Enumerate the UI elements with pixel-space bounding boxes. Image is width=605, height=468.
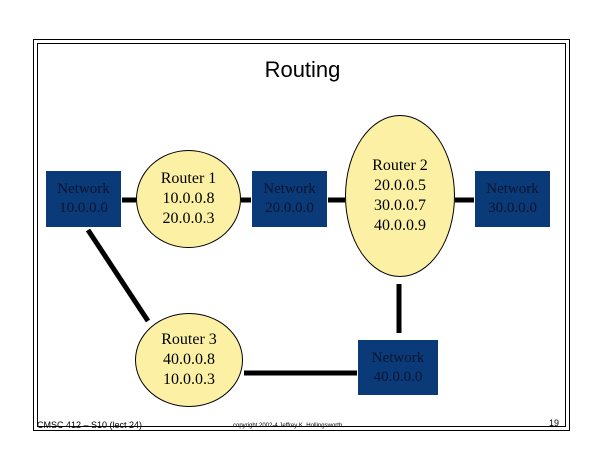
router-2-ellipse: Router 2 20.0.0.5 30.0.0.7 40.0.0.9 <box>345 115 455 277</box>
router-address: 10.0.0.3 <box>163 371 215 388</box>
network-label: Network <box>263 181 316 197</box>
router-address: 10.0.0.8 <box>162 190 215 207</box>
network-10-box: Network 10.0.0.0 <box>46 171 121 227</box>
router-address: 20.0.0.3 <box>162 210 215 227</box>
router-address: 20.0.0.5 <box>374 177 426 194</box>
network-label: Network <box>57 181 110 197</box>
network-address: 30.0.0.0 <box>488 200 537 216</box>
network-20-box: Network 20.0.0.0 <box>252 171 327 227</box>
slide-title: Routing <box>264 57 341 82</box>
copyright-text: copyright 2002-4 Jeffrey K. Hollingswort… <box>233 423 343 429</box>
network-address: 40.0.0.0 <box>373 368 423 385</box>
network-40-box: Network 40.0.0.0 <box>358 340 438 395</box>
router-1-ellipse: Router 1 10.0.0.8 20.0.0.3 <box>136 150 241 248</box>
router-name: Router 2 <box>372 157 428 174</box>
router-address: 30.0.0.7 <box>374 197 426 214</box>
network-address: 20.0.0.0 <box>265 200 314 216</box>
network-30-box: Network 30.0.0.0 <box>475 171 550 227</box>
router-name: Router 3 <box>161 331 217 348</box>
slide-inner-border <box>37 43 566 427</box>
network-label: Network <box>486 181 539 197</box>
router-address: 40.0.0.9 <box>374 217 426 234</box>
router-name: Router 1 <box>160 170 217 187</box>
slide-frame <box>33 39 570 431</box>
network-label: Network <box>371 349 425 366</box>
course-label: CMSC 412 – S10 (lect 24) <box>37 420 143 430</box>
network-address: 10.0.0.0 <box>59 200 108 216</box>
page-number: 19 <box>549 418 560 428</box>
router-address: 40.0.0.8 <box>163 351 215 368</box>
router-3-ellipse: Router 3 40.0.0.8 10.0.0.3 <box>135 313 243 407</box>
link-net10-router3 <box>85 228 151 323</box>
